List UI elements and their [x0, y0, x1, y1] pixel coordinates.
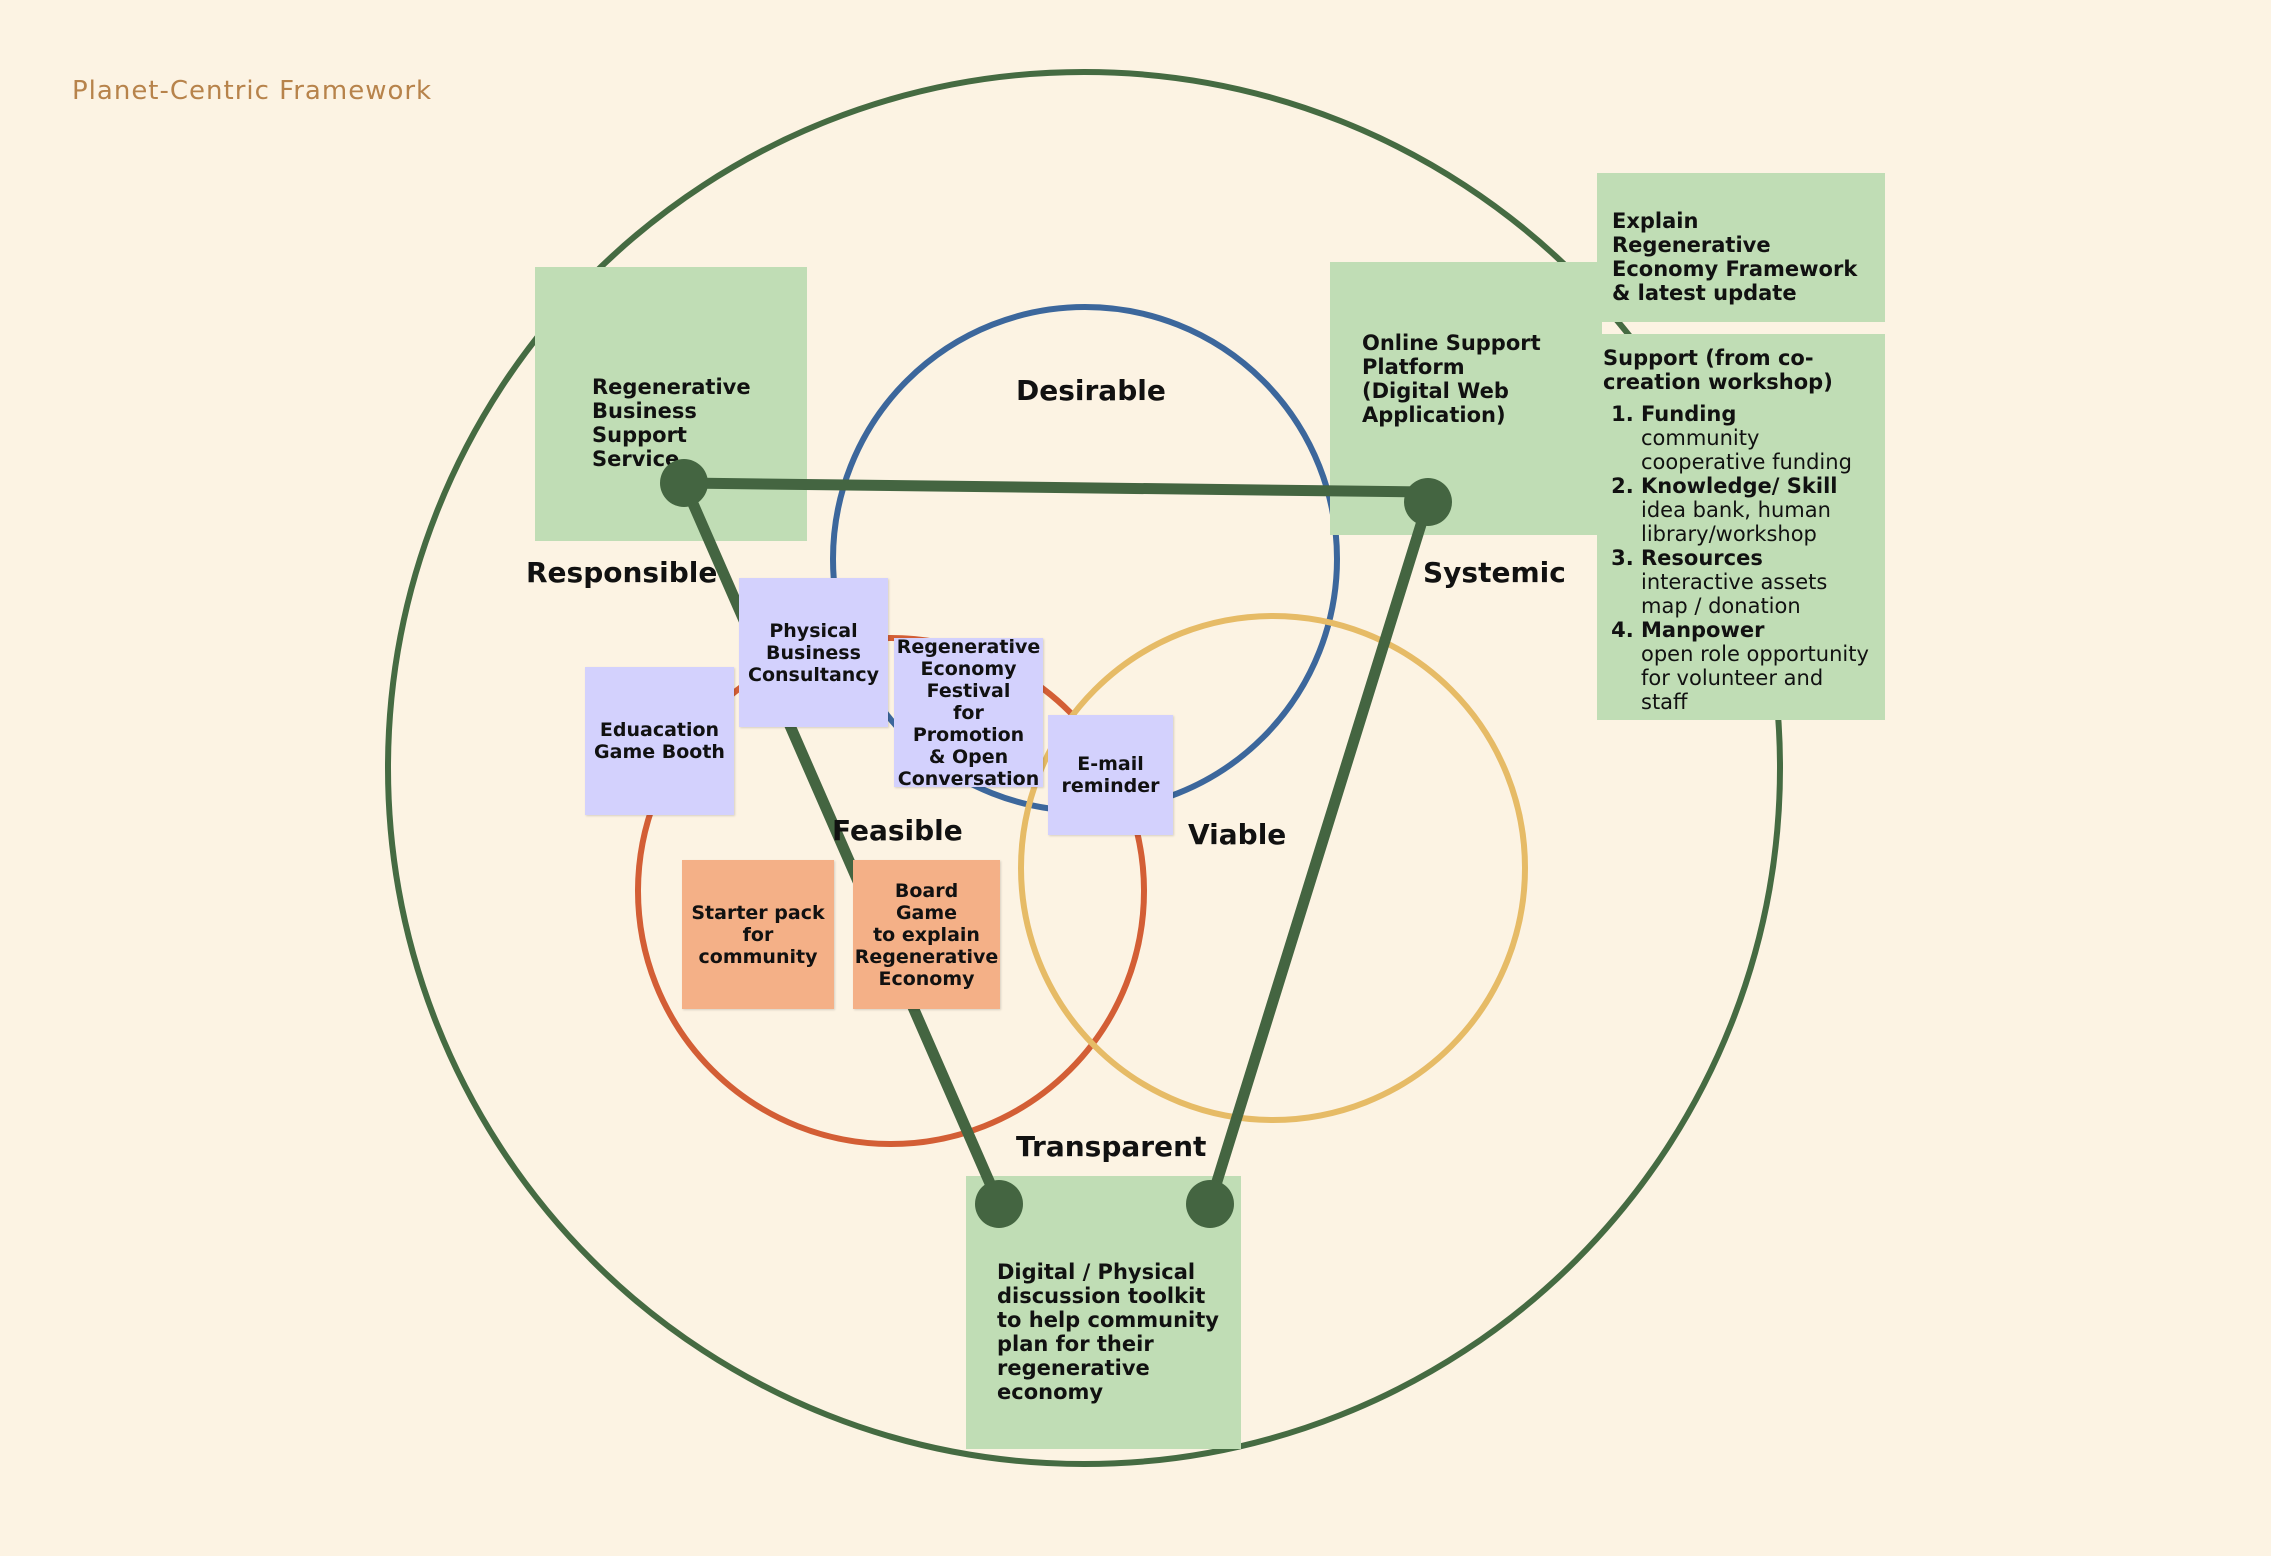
support-item-desc: community cooperative funding	[1641, 426, 1852, 474]
support-list-note: Support (from co- creation workshop) Fun…	[1597, 334, 1885, 720]
regenerative-economy-festival-text: Regenerative Economy Festival for Promot…	[896, 635, 1041, 790]
email-reminder-note: E-mail reminder	[1048, 715, 1173, 835]
support-item-title: Manpower	[1641, 618, 1765, 642]
triangle-edge-right	[1204, 496, 1434, 1210]
responsible-node	[660, 459, 708, 507]
discussion-toolkit-text: Digital / Physical discussion toolkit to…	[997, 1260, 1219, 1404]
online-support-platform-text: Online Support Platform (Digital Web App…	[1362, 331, 1541, 427]
transparent-right-node	[1186, 1180, 1234, 1228]
page-title: Planet-Centric Framework	[72, 76, 433, 106]
education-game-booth-text: Eduacation Game Booth	[594, 719, 725, 763]
triangle-edge-top	[678, 477, 1434, 498]
outer-circle	[385, 69, 1783, 1467]
physical-business-consultancy-note: Physical Business Consultancy	[739, 578, 888, 727]
feasible-label: Feasible	[832, 814, 963, 847]
triangle-edge-left	[678, 477, 1005, 1210]
viable-circle	[1018, 613, 1528, 1123]
board-game-text: Board Game to explain Regenerative Econo…	[854, 879, 999, 990]
desirable-label: Desirable	[1016, 374, 1166, 407]
starter-pack-note: Starter pack for community	[682, 860, 834, 1009]
support-item-desc: open role opportunity for volunteer and …	[1641, 642, 1869, 714]
support-heading: Support (from co- creation workshop)	[1603, 346, 1833, 394]
regenerative-business-support-text: Regenerative Business Support Service	[592, 375, 751, 471]
explain-framework-text: Explain Regenerative Economy Framework &…	[1612, 209, 1858, 305]
support-item-title: Knowledge/ Skill	[1641, 474, 1838, 498]
email-reminder-text: E-mail reminder	[1061, 753, 1160, 797]
systemic-node	[1404, 478, 1452, 526]
systemic-label: Systemic	[1423, 556, 1566, 589]
support-item-title: Resources	[1641, 546, 1763, 570]
support-item-title: Funding	[1641, 402, 1737, 426]
viable-label: Viable	[1188, 818, 1287, 851]
explain-framework-note: Explain Regenerative Economy Framework &…	[1597, 173, 1885, 322]
regenerative-economy-festival-note: Regenerative Economy Festival for Promot…	[894, 635, 1043, 790]
feasible-circle	[635, 635, 1147, 1147]
starter-pack-text: Starter pack for community	[691, 901, 825, 968]
support-item-desc: interactive assets map / donation	[1641, 570, 1828, 618]
physical-business-consultancy-text: Physical Business Consultancy	[748, 619, 879, 686]
transparent-left-node	[975, 1180, 1023, 1228]
discussion-toolkit-note: Digital / Physical discussion toolkit to…	[966, 1176, 1241, 1449]
transparent-label: Transparent	[1016, 1130, 1207, 1163]
education-game-booth-note: Eduacation Game Booth	[585, 667, 734, 815]
support-item-desc: idea bank, human library/workshop	[1641, 498, 1831, 546]
board-game-note: Board Game to explain Regenerative Econo…	[853, 860, 1000, 1009]
responsible-label: Responsible	[526, 556, 718, 589]
